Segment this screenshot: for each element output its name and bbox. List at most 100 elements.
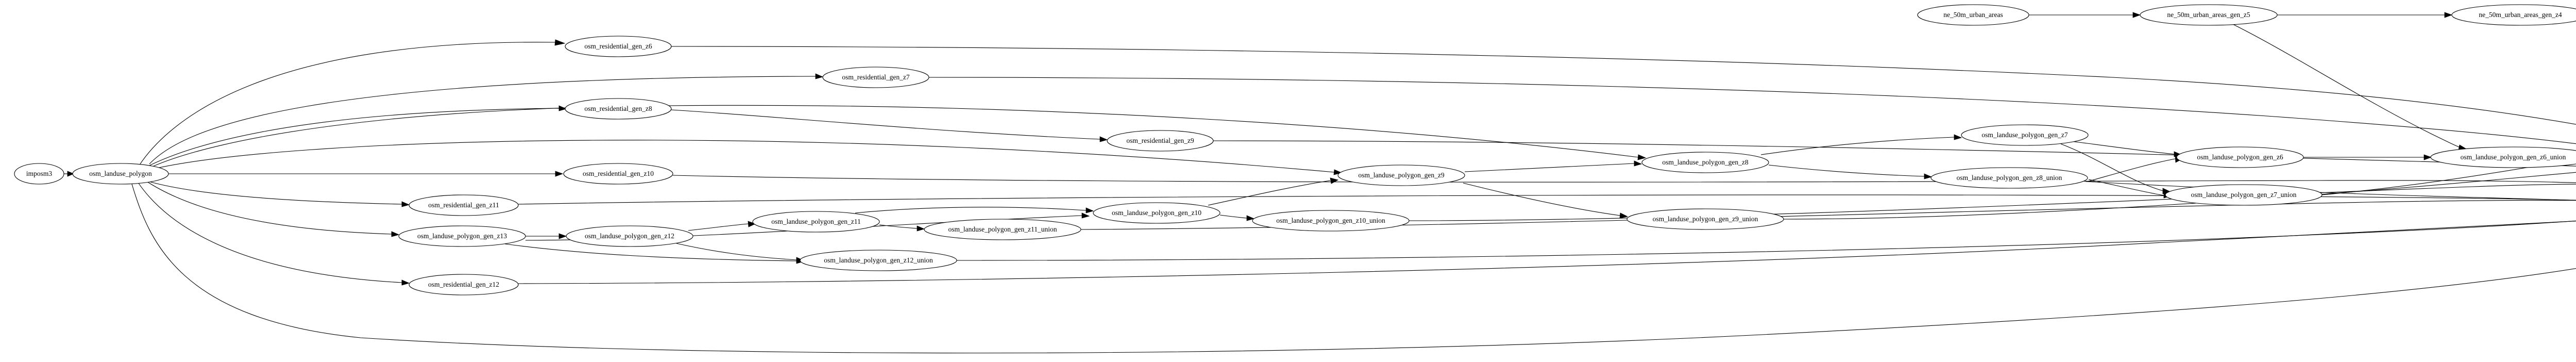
graph-node-ne-50m-urban-areas[interactable]: ne_50m_urban_areas (1917, 4, 2029, 26)
graph-node-osm-landuse-polygon-gen-z12[interactable]: osm_landuse_polygon_gen_z12 (566, 225, 693, 247)
edge-res-z9-to-layer-z9 (1213, 140, 2576, 167)
node-label: osm_landuse_polygon_gen_z6 (2197, 153, 2283, 161)
arrowhead (2132, 12, 2141, 18)
graph-node-osm-landuse-polygon-gen-z9-union[interactable]: osm_landuse_polygon_gen_z9_union (1626, 208, 1784, 230)
arrowhead (558, 233, 567, 239)
graph-node-osm-landuse-polygon-gen-z7[interactable]: osm_landuse_polygon_gen_z7 (1961, 124, 2089, 146)
arrowhead (1086, 207, 1094, 213)
edge-z12union-to-layer-z12 (956, 220, 2576, 261)
node-shape (1093, 202, 1221, 224)
node-layer: imposm3 osm_landuse_polygon osm_residentia… (14, 4, 2576, 295)
graph-node-osm-landuse-polygon-gen-z6-union[interactable]: osm_landuse_polygon_gen_z6_union (2430, 146, 2576, 168)
arrowhead (1099, 136, 1108, 142)
node-label: osm_landuse_polygon_gen_z8 (1662, 158, 1748, 166)
node-label: osm_residential_gen_z10 (583, 170, 654, 177)
arrowhead (1637, 154, 1647, 160)
graph-node-osm-landuse-polygon-gen-z10[interactable]: osm_landuse_polygon_gen_z10 (1093, 202, 1221, 224)
edge-olp-to-olp-z8 (152, 105, 1639, 167)
arrowhead (1634, 160, 1642, 167)
graph-node-osm-landuse-polygon-gen-z7-union[interactable]: osm_landuse_polygon_gen_z7_union (2165, 184, 2323, 206)
node-shape (565, 36, 672, 57)
edge-olp-z13-to-olp-z12-union (504, 243, 797, 261)
node-label: osm_landuse_polygon_gen_z6_union (2461, 153, 2566, 161)
graph-node-osm-landuse-polygon-gen-z8[interactable]: osm_landuse_polygon_gen_z8 (1641, 152, 1769, 173)
node-label: osm_residential_gen_z6 (584, 42, 652, 50)
graph-node-osm-landuse-polygon-gen-z8-union[interactable]: osm_landuse_polygon_gen_z8_union (1930, 167, 2088, 189)
node-label: osm_residential_gen_z7 (842, 73, 909, 81)
node-shape (1626, 208, 1784, 230)
graph-node-osm-residential-gen-z9[interactable]: osm_residential_gen_z9 (1107, 130, 1214, 152)
arrowhead (815, 73, 824, 79)
edge-olp-z9-to-z9union (1463, 183, 1621, 216)
arrowhead (2424, 154, 2432, 160)
edge-olp-to-res-z12 (138, 182, 402, 283)
node-shape (398, 225, 526, 247)
edge-ne50m-z5-to-z6union (2232, 24, 2461, 148)
node-label: osm_landuse_polygon_gen_z10_union (1276, 217, 1385, 224)
arrowhead (1924, 173, 1933, 179)
graph-node-osm-landuse-polygon[interactable]: osm_landuse_polygon (72, 163, 169, 185)
graph-node-osm-residential-gen-z6[interactable]: osm_residential_gen_z6 (565, 36, 672, 57)
node-label: osm_landuse_polygon_gen_z7 (1981, 131, 2067, 139)
node-shape (1252, 210, 1410, 232)
arrowhead (1333, 169, 1343, 175)
graph-node-osm-landuse-polygon-gen-z11[interactable]: osm_landuse_polygon_gen_z11 (752, 211, 880, 233)
graph-node-osm-residential-gen-z10[interactable]: osm_residential_gen_z10 (563, 163, 673, 185)
node-shape (752, 211, 880, 233)
arrowhead (1081, 212, 1090, 219)
edge-res-z8-to-res-z9 (671, 109, 1100, 140)
graph-node-osm-residential-gen-z7[interactable]: osm_residential_gen_z7 (822, 67, 929, 88)
edge-olp-to-res-z8 (145, 108, 560, 168)
edge-olp-z7-to-olp-z6 (2071, 141, 2175, 155)
node-shape (566, 225, 693, 247)
graph-node-imposm3[interactable]: imposm3 (14, 163, 64, 185)
edge-olp-z10-to-z10union (1219, 215, 1247, 219)
graph-node-osm-landuse-polygon-gen-z12-union[interactable]: osm_landuse_polygon_gen_z12_union (800, 250, 957, 271)
node-shape (924, 219, 1081, 240)
node-shape (2451, 4, 2576, 26)
node-shape (800, 250, 957, 271)
graph-node-ne-50m-urban-areas-gen-z5[interactable]: ne_50m_urban_areas_gen_z5 (2140, 4, 2278, 26)
node-label: osm_landuse_polygon_gen_z11 (771, 218, 860, 225)
edge-olp-to-res-z6 (139, 42, 556, 166)
graph-node-osm-landuse-polygon-gen-z13[interactable]: osm_landuse_polygon_gen_z13 (398, 225, 526, 247)
node-label: osm_landuse_polygon_gen_z9_union (1653, 215, 1758, 223)
edge-olp-z12-to-z12union-cross (676, 243, 797, 260)
edge-z9union-to-layer-z9 (1783, 172, 2576, 220)
node-shape (14, 163, 64, 185)
node-shape (1961, 124, 2089, 146)
arrowhead (917, 225, 925, 232)
node-shape (565, 98, 672, 120)
node-label: ne_50m_urban_areas (1943, 11, 2003, 19)
arrowhead (748, 221, 756, 227)
node-shape (563, 163, 673, 185)
arrowhead (555, 171, 564, 177)
arrowhead (1246, 215, 1255, 221)
graph-node-ne-50m-urban-areas-gen-z4[interactable]: ne_50m_urban_areas_gen_z4 (2451, 4, 2576, 26)
node-label: osm_residential_gen_z12 (428, 281, 499, 288)
edge-olp-z12-to-olp-z11 (688, 223, 749, 231)
edge-res-z11-to-layer-z11 (518, 194, 2576, 205)
node-label: osm_landuse_polygon (89, 170, 152, 177)
graph-node-osm-landuse-polygon-gen-z9[interactable]: osm_landuse_polygon_gen_z9 (1337, 164, 1465, 186)
node-label: osm_landuse_polygon_gen_z11_union (948, 225, 1057, 233)
graph-node-osm-landuse-polygon-gen-z11-union[interactable]: osm_landuse_polygon_gen_z11_union (924, 219, 1081, 240)
edge-olp-z7-to-z7union (2060, 143, 2163, 191)
edge-z8union-to-layer-z8 (2085, 181, 2576, 201)
graph-node-osm-residential-gen-z11[interactable]: osm_residential_gen_z11 (409, 194, 519, 216)
node-label: osm_landuse_polygon_gen_z10 (1112, 209, 1201, 217)
arrowhead (1954, 134, 1962, 140)
graph-node-osm-landuse-polygon-gen-z6[interactable]: osm_landuse_polygon_gen_z6 (2176, 146, 2304, 168)
graph-node-osm-residential-gen-z12[interactable]: osm_residential_gen_z12 (409, 274, 519, 295)
node-shape (1641, 152, 1769, 173)
arrowhead (391, 231, 400, 237)
graph-node-osm-landuse-polygon-gen-z10-union[interactable]: osm_landuse_polygon_gen_z10_union (1252, 210, 1410, 232)
graph-node-osm-residential-gen-z8[interactable]: osm_residential_gen_z8 (565, 98, 672, 120)
arrowhead (401, 201, 410, 207)
node-label: osm_landuse_polygon_gen_z9 (1358, 171, 1444, 179)
node-label: osm_landuse_polygon_gen_z7_union (2191, 191, 2297, 199)
edge-olp-z8-to-olp-z7 (1760, 137, 1955, 155)
edge-res-z10-to-layer-z10 (672, 175, 2576, 183)
